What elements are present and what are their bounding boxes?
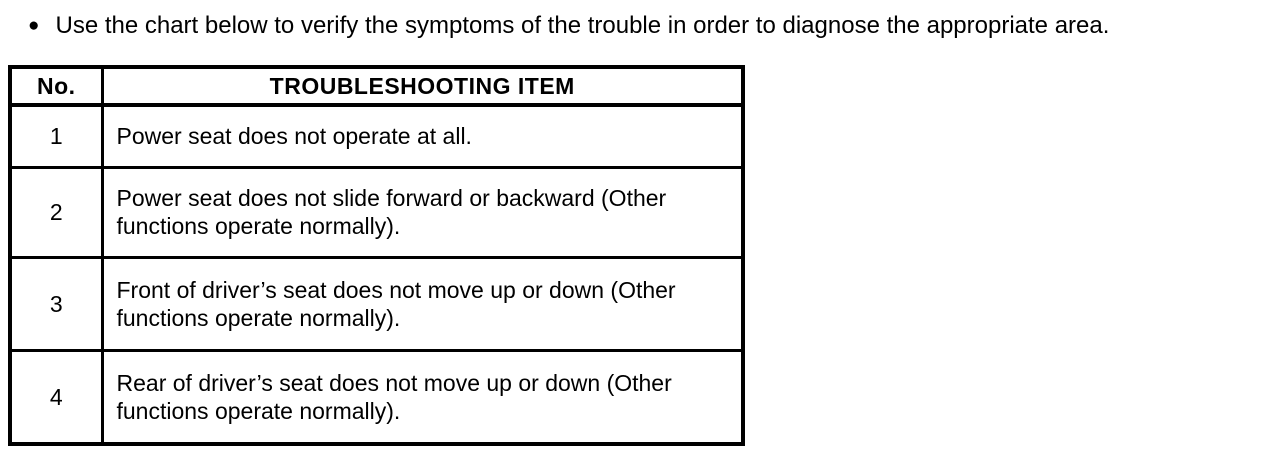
row-item: Power seat does not operate at all. (100, 103, 745, 169)
table-row: 1 Power seat does not operate at all. (8, 103, 745, 169)
table-row: 4 Rear of driver’s seat does not move up… (8, 348, 745, 446)
intro-text: Use the chart below to verify the sympto… (55, 12, 1110, 39)
row-item: Power seat does not slide forward or bac… (100, 165, 745, 259)
bullet-icon: ● (28, 15, 40, 36)
column-header-item: TROUBLESHOOTING ITEM (100, 65, 745, 107)
row-item-text: Front of driver’s seat does not move up … (116, 276, 676, 331)
table-row: 2 Power seat does not slide forward or b… (8, 165, 745, 259)
row-number: 4 (8, 348, 104, 446)
row-item-text: Power seat does not slide forward or bac… (116, 185, 667, 239)
row-item-text: Rear of driver’s seat does not move up o… (116, 369, 672, 424)
row-number: 2 (8, 165, 104, 259)
troubleshooting-table: No. TROUBLESHOOTING ITEM 1 Power seat do… (8, 65, 745, 446)
row-item-text: Power seat does not operate at all. (116, 123, 472, 150)
row-item: Rear of driver’s seat does not move up o… (100, 348, 745, 446)
row-item: Front of driver’s seat does not move up … (100, 255, 745, 352)
row-number: 1 (8, 103, 104, 169)
column-header-no: No. (8, 65, 104, 107)
row-number: 3 (8, 255, 104, 352)
table-header-row: No. TROUBLESHOOTING ITEM (8, 65, 745, 107)
table-row: 3 Front of driver’s seat does not move u… (8, 255, 745, 352)
intro-note: ● Use the chart below to verify the symp… (28, 11, 1260, 41)
